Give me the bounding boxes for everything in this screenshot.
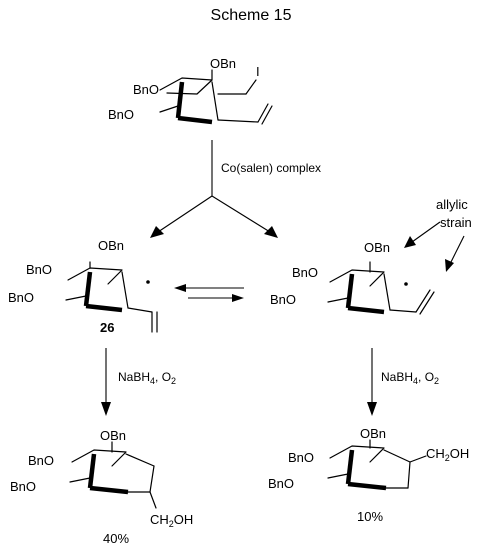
left-rad-obn-lower-bond: [65, 295, 87, 301]
left-radical-dot: [146, 280, 150, 284]
top-ring-front: [177, 115, 213, 125]
strain-arrowhead2: [445, 259, 454, 272]
right-rad-vinyl-double: [419, 291, 435, 315]
left-rad-ring-back: [67, 267, 123, 285]
right-prod-ring-back: [329, 445, 385, 463]
left-reduction-step: NaBH4, O2: [101, 348, 176, 416]
left-prod-ch2oh-label: CH2OH: [150, 512, 193, 529]
left-prod-bno-upper-label: BnO: [28, 453, 54, 468]
left-product: OBn BnO BnO CH2OH 40%: [10, 428, 193, 546]
left-prod-ring-back: [71, 449, 127, 467]
left-rad-ring-right: [121, 271, 129, 309]
top-vinyl-double: [261, 105, 273, 125]
right-rad-obn-lower-bond: [327, 297, 349, 303]
left-prod-bno-lower-label: BnO: [10, 479, 36, 494]
allylic-label: allylic: [436, 197, 468, 212]
cosalen-arrowhead-right: [264, 226, 278, 238]
right-rad-ring-front: [347, 305, 385, 315]
right-rad-ring-front-left: [345, 273, 355, 309]
iodo-label: I: [256, 64, 260, 79]
compound-number-26: 26: [100, 320, 114, 335]
right-reduction-arrowhead: [367, 402, 377, 416]
top-obn-label: OBn: [210, 56, 236, 71]
right-radical: OBn BnO BnO: [270, 240, 435, 315]
right-prod-ring-top-right: [383, 449, 411, 463]
top-vinyl-bond1: [217, 119, 259, 123]
right-rad-vinyl-bond2: [415, 289, 431, 313]
top-ring-right: [211, 81, 219, 121]
left-prod-yield: 40%: [103, 531, 129, 546]
allylic-strain-annotation: allylic strain: [404, 197, 472, 272]
top-ring-back: [159, 77, 213, 95]
cosalen-reagent: Co(salen) complex: [221, 161, 321, 175]
right-radical-dot: [404, 282, 408, 286]
left-rad-bno-lower-label: BnO: [8, 290, 34, 305]
left-rad-ring-front: [85, 303, 123, 313]
cosalen-step: Co(salen) complex: [150, 140, 321, 238]
left-prod-ch2oh-bond: [149, 491, 157, 509]
left-prod-obn-label: OBn: [100, 428, 126, 443]
left-reduction-arrowhead: [101, 402, 111, 416]
left-rad-obn-label: OBn: [98, 238, 124, 253]
right-prod-bno-lower-label: BnO: [268, 476, 294, 491]
left-prod-ring-front: [89, 485, 129, 495]
left-prod-ring-front-left: [87, 453, 97, 489]
left-radical: OBn BnO BnO 26: [8, 238, 158, 335]
right-prod-ring-right: [407, 461, 411, 489]
right-rad-ring-right: [383, 273, 391, 311]
strain-arrowhead1: [404, 236, 416, 248]
top-obn-lower-bond: [159, 105, 179, 113]
right-rad-bno-lower-label: BnO: [270, 292, 296, 307]
top-molecule: OBn BnO BnO I: [108, 56, 273, 125]
strain-label: strain: [440, 215, 472, 230]
right-prod-ch2oh-label: CH2OH: [426, 446, 469, 463]
equilibrium-arrows: [174, 284, 244, 302]
right-rad-ring-back: [329, 269, 385, 287]
left-prod-ring-right: [149, 465, 155, 493]
right-prod-yield: 10%: [357, 509, 383, 524]
right-prod-ring-front: [347, 481, 387, 491]
left-reduction-reagent: NaBH4, O2: [118, 370, 176, 386]
right-rad-vinyl-bond1: [389, 309, 417, 313]
left-rad-bno-upper-label: BnO: [26, 262, 52, 277]
left-rad-vinyl-bond1: [127, 307, 153, 313]
cosalen-arrowhead-left: [150, 226, 164, 238]
equilibrium-arrowhead-left: [174, 284, 186, 292]
top-vinyl-bond2: [257, 103, 269, 123]
top-bno-lower-label: BnO: [108, 107, 134, 122]
left-prod-ring-top-right: [125, 453, 155, 467]
right-prod-bno-upper-label: BnO: [288, 450, 314, 465]
strain-arrow2-line: [449, 235, 465, 265]
right-reduction-reagent: NaBH4, O2: [381, 370, 439, 386]
right-prod-obn-lower-bond: [327, 473, 349, 479]
top-bno-upper-label: BnO: [133, 82, 159, 97]
right-prod-obn-label: OBn: [360, 426, 386, 441]
cosalen-branch-right: [211, 195, 271, 233]
right-rad-bno-upper-label: BnO: [292, 265, 318, 280]
scheme-title: Scheme 15: [211, 7, 292, 24]
right-prod-ring-front-left: [345, 449, 355, 485]
cosalen-branch-left: [157, 195, 213, 233]
left-prod-obn-lower-bond: [69, 477, 91, 483]
equilibrium-arrowhead-right: [232, 294, 244, 302]
right-product: OBn BnO BnO CH2OH 10%: [268, 426, 469, 524]
left-rad-ring-front-left: [83, 271, 93, 307]
right-prod-ch2oh-bond: [409, 455, 427, 463]
top-ch2i-bond: [245, 79, 257, 95]
strain-arrow1-line: [411, 221, 441, 243]
right-reduction-step: NaBH4, O2: [367, 348, 439, 416]
top-ring-front-left: [175, 81, 185, 119]
right-rad-obn-label: OBn: [364, 240, 390, 255]
